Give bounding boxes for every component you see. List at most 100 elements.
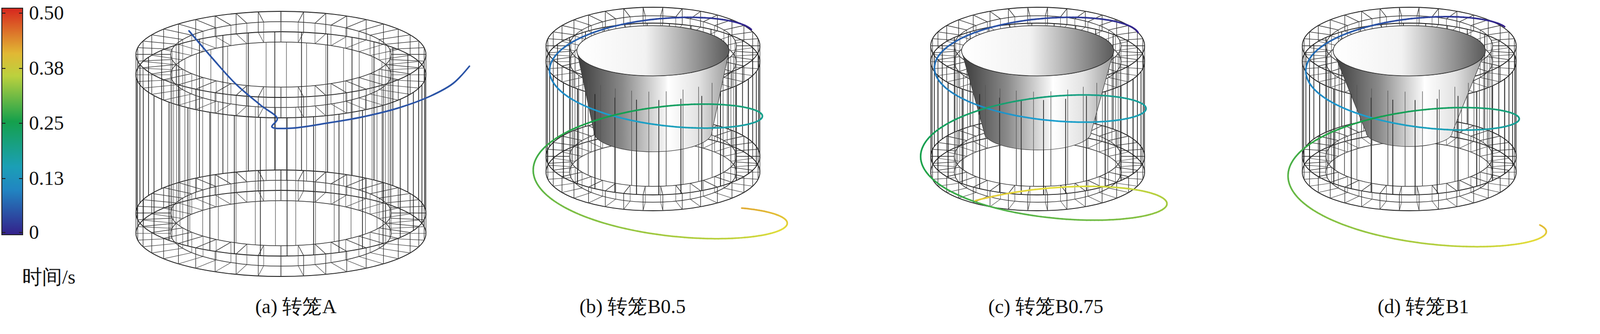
cage-post (1128, 66, 1129, 83)
cage-post (743, 135, 745, 152)
cage-post (303, 170, 304, 191)
cage-post (142, 226, 144, 247)
cage-spoke (690, 198, 701, 207)
cage-post (757, 149, 759, 165)
cage-post (734, 40, 735, 57)
cage-spoke (143, 84, 177, 88)
cage-post (757, 38, 759, 55)
cage-spoke (195, 198, 217, 207)
cage-bar (1086, 96, 1088, 191)
cage-spoke (605, 183, 616, 191)
cage-post (731, 71, 733, 88)
cage-spoke (730, 47, 753, 51)
cage-bar (563, 82, 565, 178)
cage-post (345, 239, 346, 260)
cage-post (151, 73, 152, 95)
cage-bar (947, 82, 949, 178)
cage-post (409, 193, 411, 214)
cage-spoke (1087, 141, 1103, 149)
cage-bar (1096, 82, 1098, 178)
cage-bar (600, 85, 601, 180)
cage-spoke (1119, 149, 1143, 151)
cage-spoke (298, 245, 304, 256)
cage-post (932, 53, 933, 69)
cage-post (561, 135, 563, 152)
cage-bar (979, 93, 981, 189)
cage-spoke (690, 11, 701, 20)
cage-post (191, 73, 193, 94)
cage-bar (1111, 48, 1112, 143)
cage-spoke (1119, 161, 1143, 164)
cage-spoke (1108, 61, 1129, 67)
cage-post (325, 253, 326, 275)
cage-spoke (330, 103, 347, 113)
cage-spoke (1121, 61, 1145, 62)
cage-bar (636, 99, 638, 195)
colorbar-tick (19, 67, 23, 69)
cage-post (575, 34, 576, 51)
cage-bar (246, 43, 247, 182)
cage-post (346, 15, 348, 37)
cage-bar (343, 48, 344, 187)
cage-bar (636, 99, 638, 195)
cage-bar (1132, 78, 1134, 174)
cage-bar (196, 53, 197, 193)
cage-bar (306, 43, 307, 182)
cage-spoke (1008, 8, 1015, 17)
cage-spoke (932, 67, 956, 69)
cage-bar (1140, 71, 1142, 167)
colorbar-tick (1, 122, 6, 124)
cage-bar (407, 53, 409, 193)
cage-bar (614, 88, 616, 184)
cage-spoke (642, 202, 646, 211)
cage-bar (698, 87, 699, 182)
cage-spoke (135, 74, 171, 75)
cage-post (1121, 45, 1122, 62)
cage-b (920, 7, 1168, 221)
cage-post (163, 29, 164, 50)
cage-spoke (946, 61, 967, 67)
cage-post (1115, 56, 1116, 73)
cage-spoke (389, 67, 425, 70)
cage-spoke (937, 72, 960, 76)
cage-bar (570, 57, 571, 152)
cage-post (547, 53, 548, 69)
cage-post (946, 25, 948, 42)
cage-post (759, 156, 760, 173)
cage-spoke (724, 135, 745, 141)
cage-spoke (314, 33, 326, 44)
cage-ring (170, 21, 392, 88)
cage-post (385, 222, 387, 244)
cage-spoke (1115, 47, 1138, 51)
cage-spoke (730, 56, 753, 60)
cage-spoke (937, 47, 960, 51)
cage-post (235, 13, 237, 34)
cage-spoke (178, 256, 204, 264)
cage-spoke (734, 54, 759, 56)
cage-post (358, 31, 359, 52)
cage-spoke (736, 61, 760, 62)
cage-post (552, 170, 554, 187)
cage-bar (233, 115, 235, 254)
trajectory-segment (975, 199, 981, 201)
cage-post (330, 241, 332, 263)
cage-spoke (258, 265, 264, 276)
cage-spoke (143, 222, 177, 227)
cage-bar (748, 78, 750, 174)
cage-post (932, 163, 933, 180)
cage-spoke (345, 259, 367, 268)
cage-bar (720, 91, 721, 187)
cage-post (303, 255, 304, 276)
cage-bar (701, 96, 703, 191)
cage-bar (1117, 53, 1119, 149)
cage-post (1108, 172, 1109, 189)
cage-post (178, 182, 179, 204)
cage-bar (1033, 91, 1034, 187)
cage-spoke (195, 39, 217, 49)
cone-opening (576, 25, 730, 77)
cage-post (409, 73, 411, 95)
cage-post (975, 135, 977, 152)
cage-post (369, 232, 371, 253)
colorbar-tick (1, 12, 6, 14)
cage-bar (1065, 98, 1067, 194)
